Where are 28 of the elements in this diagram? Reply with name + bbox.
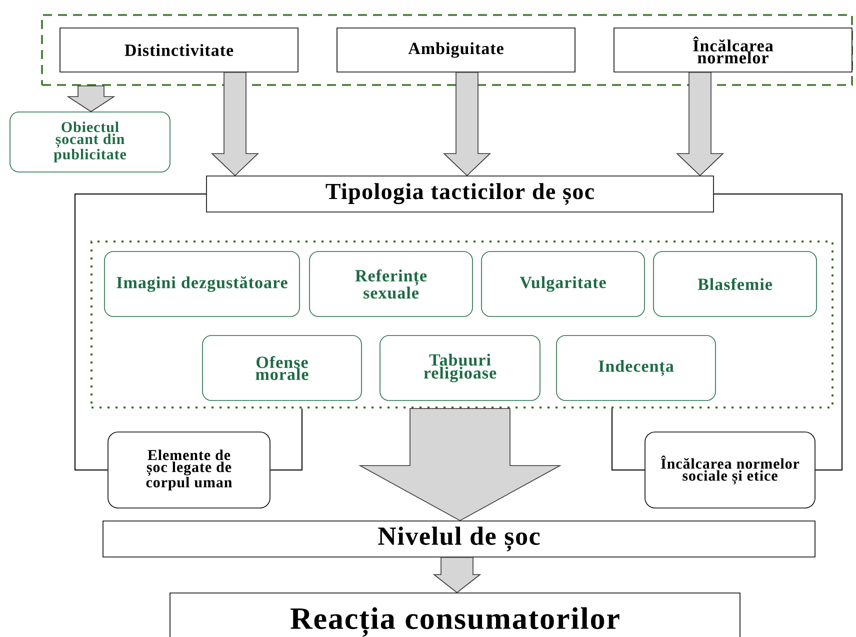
dotted-group-frame: [90, 240, 834, 408]
label-box: Nivelul de șoc: [102, 520, 816, 558]
label-box: Ambiguitate: [336, 28, 576, 72]
category-box: Imagini dezgustătoare: [104, 251, 300, 317]
note-box: Elemente de șoc legate de corpul uman: [108, 432, 270, 508]
connector-line: [713, 194, 842, 470]
category-box: Tabuuri religioase: [380, 335, 540, 401]
category-box: Indecența: [556, 335, 716, 401]
label-box: Distinctivitate: [60, 28, 298, 72]
block-arrow: [66, 86, 116, 112]
block-arrow: [443, 72, 491, 176]
block-arrow: [211, 72, 259, 176]
label-box: Tipologia tacticilor de șoc: [206, 176, 714, 212]
note-box: Încălcarea normelor sociale și etice: [644, 432, 816, 508]
label-box: Încălcarea normelor: [614, 28, 852, 72]
connector-line: [270, 408, 302, 470]
category-box: Blasfemie: [653, 251, 817, 317]
category-box: Obiectul șocant din publicitate: [10, 112, 170, 172]
label-box: Reacția consumatorilor: [170, 592, 740, 637]
connector-line: [74, 194, 207, 470]
category-box: Ofense morale: [202, 335, 362, 401]
dashed-group-frame: [41, 14, 853, 86]
category-box: Referințe sexuale: [309, 251, 473, 317]
block-arrow: [676, 72, 724, 176]
category-box: Vulgaritate: [481, 251, 645, 317]
connector-line: [612, 408, 646, 470]
block-arrow: [432, 557, 482, 594]
block-arrow: [358, 408, 562, 522]
